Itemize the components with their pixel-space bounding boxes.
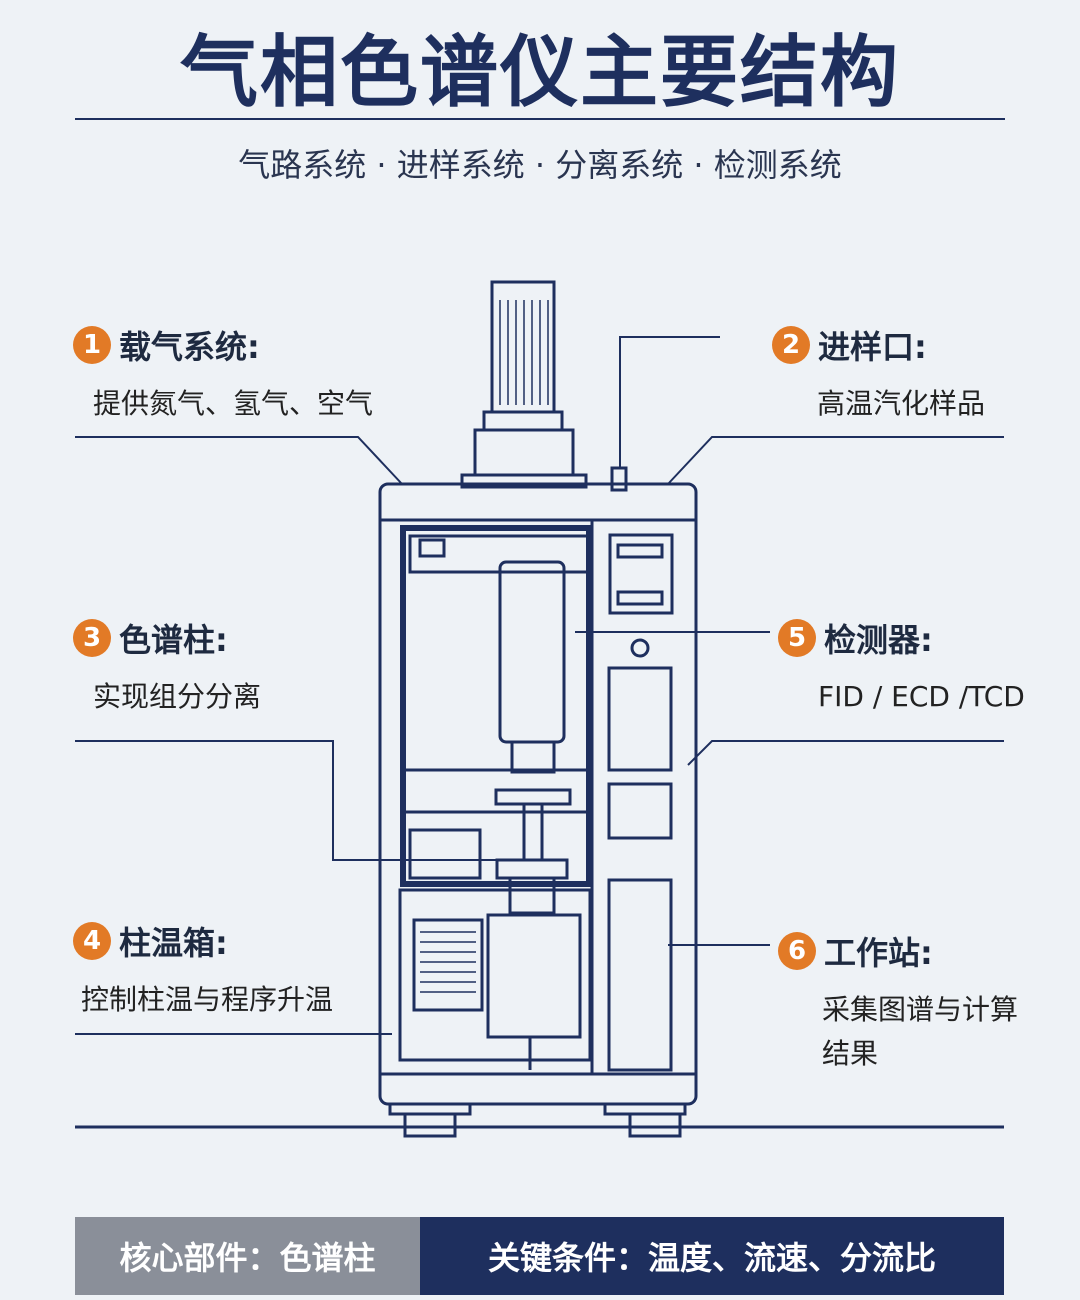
callout-desc: 高温汽化样品 — [817, 387, 986, 420]
callout-injector: 2 进样口: 高温汽化样品 — [772, 322, 985, 426]
subtitle: 气路系统 · 进样系统 · 分离系统 · 检测系统 — [238, 146, 842, 184]
callout-desc: 实现组分分离 — [93, 680, 262, 713]
badge-1: 1 — [73, 326, 111, 364]
detector-display — [608, 533, 674, 615]
callout-label: 色谱柱: — [119, 621, 228, 659]
callout-desc: 控制柱温与程序升温 — [81, 983, 334, 1016]
callout-label: 载气系统: — [119, 328, 260, 366]
callout-column: 3 色谱柱: 实现组分分离 — [73, 615, 261, 719]
cylinder-ribs — [499, 300, 549, 405]
callout-label: 进样口: — [818, 328, 927, 366]
title-divider — [75, 118, 1005, 120]
callout-desc-line: 结果 — [822, 1037, 879, 1070]
injector-port — [610, 466, 628, 492]
footer-key-conditions: 关键条件：温度、流速、分流比 — [420, 1217, 1004, 1295]
oven-fan-vent — [412, 918, 484, 1012]
callout-desc: 采集图谱与计算 结果 — [822, 988, 1018, 1076]
chromatography-column — [498, 560, 566, 744]
callout-label: 柱温箱: — [119, 924, 228, 962]
badge-4: 4 — [73, 922, 111, 960]
callout-desc-line: 采集图谱与计算 — [822, 993, 1019, 1026]
workstation-panel — [607, 878, 673, 1072]
callout-label: 检测器: — [824, 621, 933, 659]
oven-chamber — [400, 525, 592, 887]
callout-desc: 提供氮气、氢气、空气 — [93, 387, 374, 420]
instrument-body — [378, 482, 698, 1106]
badge-3: 3 — [73, 619, 111, 657]
callout-carrier-gas: 1 载气系统: 提供氮气、氢气、空气 — [73, 322, 373, 426]
callout-detector: 5 检测器: FID / ECD /TCD — [778, 615, 1025, 719]
badge-5: 5 — [778, 619, 816, 657]
leader-lines — [75, 336, 1004, 1035]
callout-label: 工作站: — [824, 934, 933, 972]
column-oven-box — [398, 888, 592, 1062]
page-title: 气相色谱仪主要结构 — [179, 28, 900, 118]
callout-workstation: 6 工作站: 采集图谱与计算 结果 — [778, 928, 1018, 1076]
footer-core-component: 核心部件：色谱柱 — [75, 1217, 420, 1295]
carrier-gas-cylinder — [490, 280, 556, 414]
badge-2: 2 — [772, 326, 810, 364]
callout-oven: 4 柱温箱: 控制柱温与程序升温 — [73, 918, 333, 1022]
badge-6: 6 — [778, 932, 816, 970]
callout-desc: FID / ECD /TCD — [818, 680, 1025, 713]
